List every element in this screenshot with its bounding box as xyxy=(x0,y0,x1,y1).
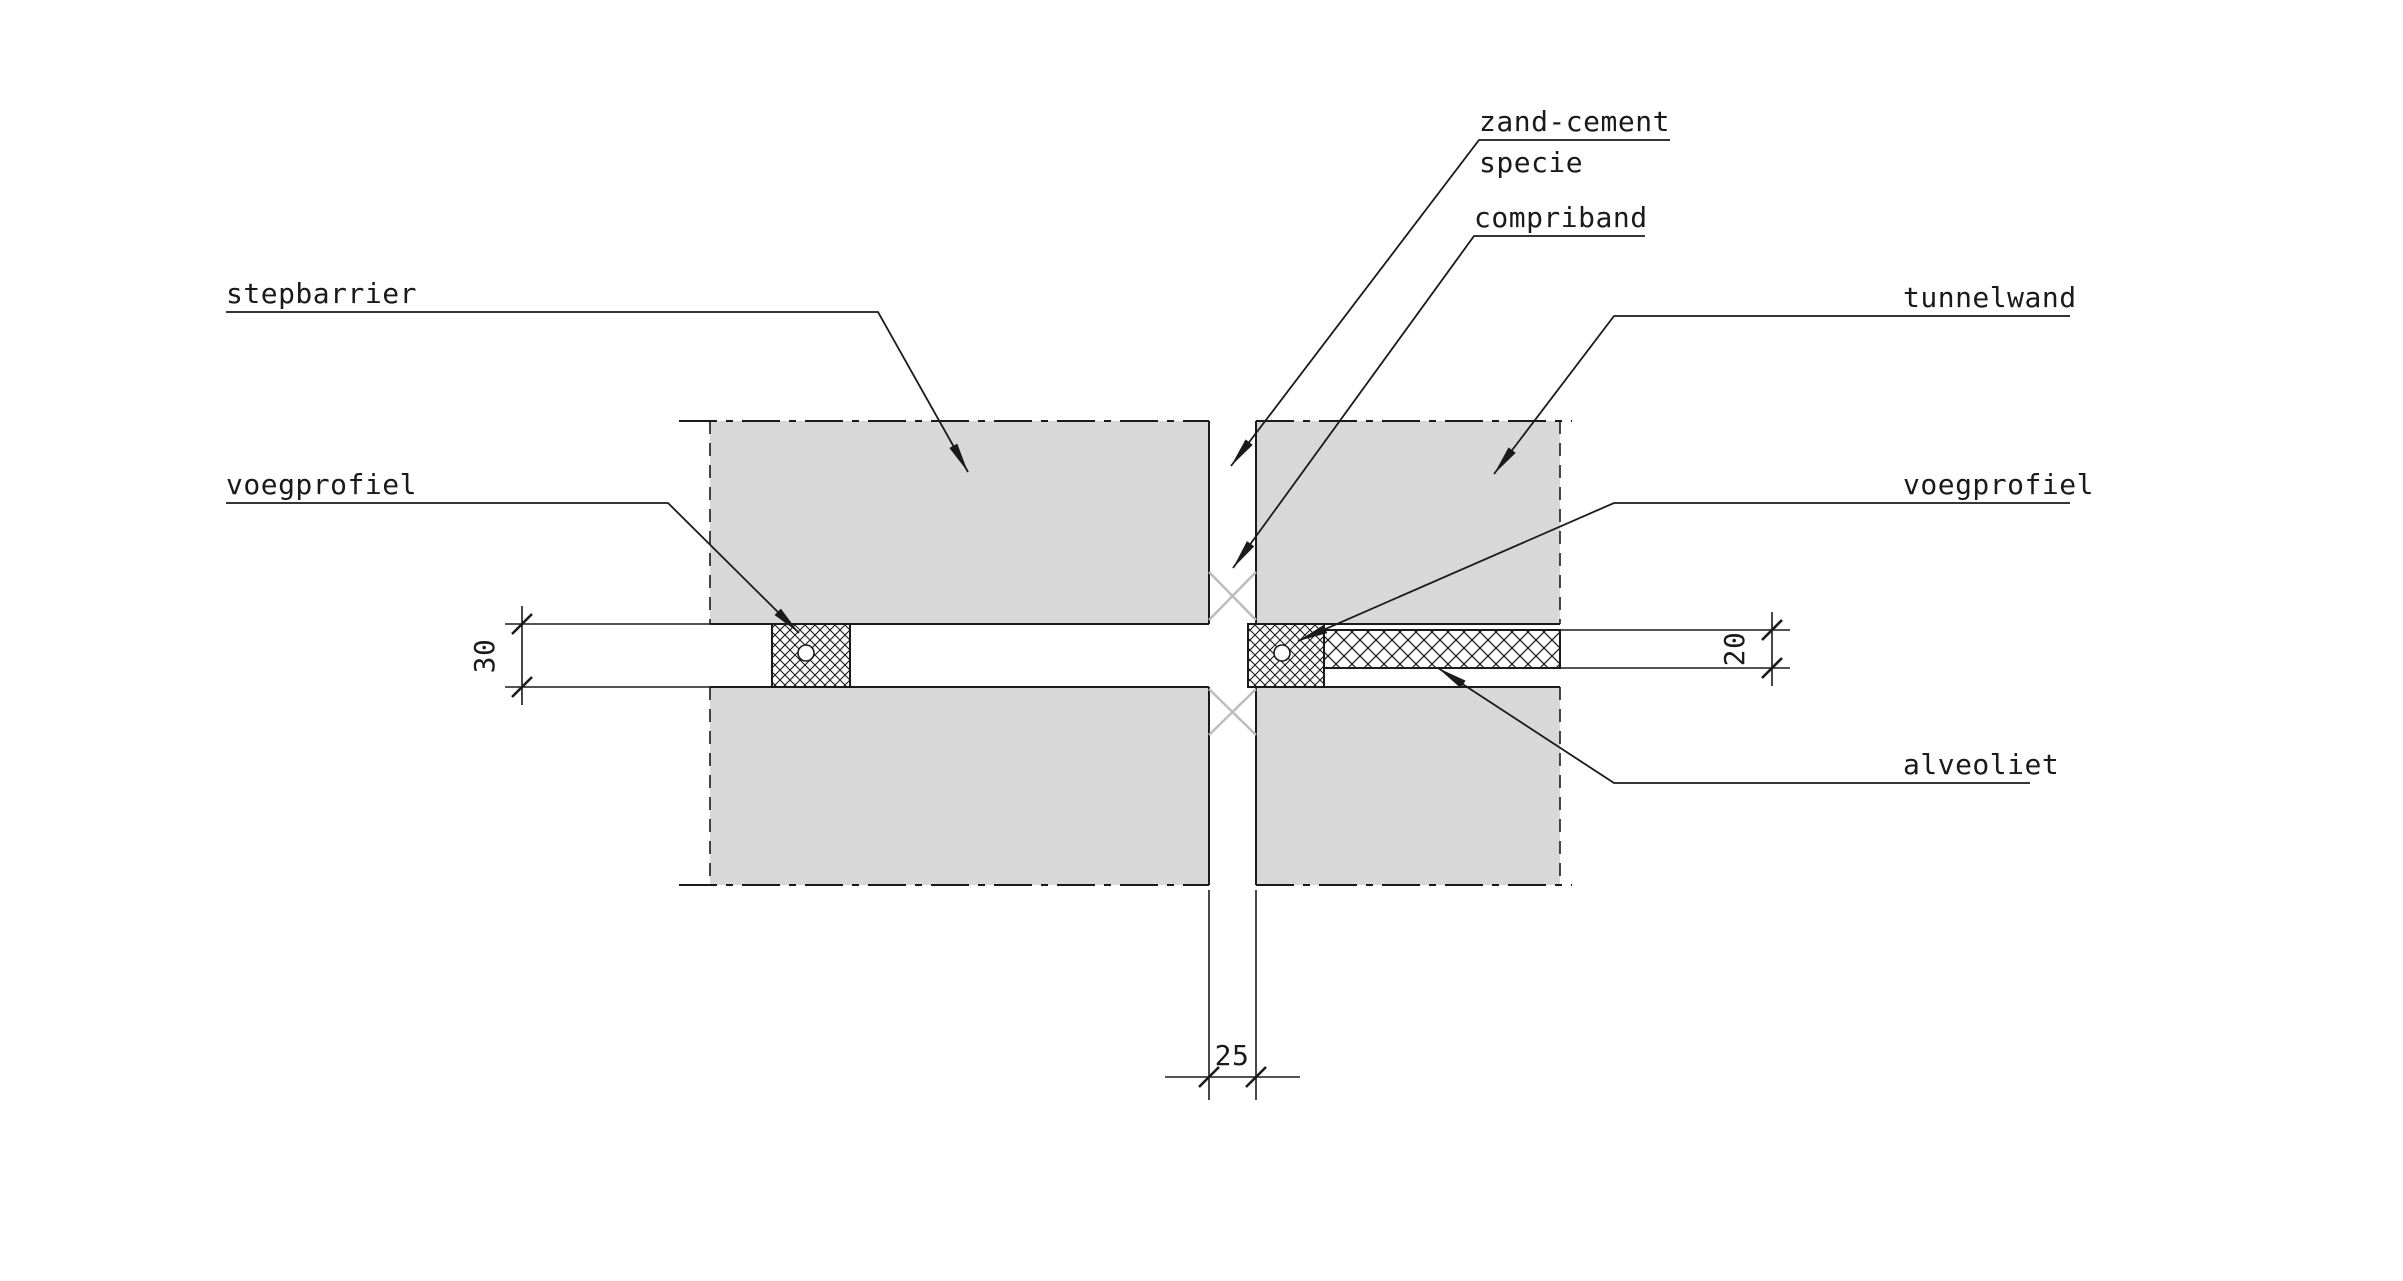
dimension-joint-height: 30 xyxy=(468,606,710,705)
dimension-alveoliet-thickness: 20 xyxy=(1560,612,1790,686)
leader-voegprofiel-right xyxy=(1297,502,2070,642)
voegprofiel-left-core xyxy=(797,644,815,662)
label-stepbarrier: stepbarrier xyxy=(226,277,417,310)
slab-upper-left xyxy=(710,421,1209,624)
leader-compriband xyxy=(1232,235,1645,569)
voegprofiel-right-core xyxy=(1273,644,1291,662)
leader-lines xyxy=(226,139,2070,784)
leader-stepbarrier xyxy=(226,311,969,473)
compriband-blocks xyxy=(1208,571,1257,736)
leader-alveoliet xyxy=(1437,667,2030,784)
compriband-hatch xyxy=(1208,688,1257,736)
dimension-joint-width: 25 xyxy=(1165,890,1300,1100)
dimension-value-20: 20 xyxy=(1718,632,1751,667)
section-boundary-lines xyxy=(679,420,1572,886)
label-compriband: compriband xyxy=(1474,201,1648,234)
leader-zand-cement xyxy=(1230,139,1670,467)
compriband-hatch xyxy=(1208,571,1257,621)
dimension-tick xyxy=(1761,619,1783,641)
label-zand-cement-line1: zand-cement xyxy=(1479,105,1670,138)
label-alveoliet: alveoliet xyxy=(1903,748,2059,781)
voegprofiel-blocks xyxy=(771,623,1325,688)
slab-lower-left xyxy=(710,687,1209,885)
dimension-tick xyxy=(1761,657,1783,679)
alveoliet-strip xyxy=(1323,629,1561,669)
label-zand-cement-line2: specie xyxy=(1479,146,1583,179)
label-voegprofiel-right: voegprofiel xyxy=(1903,468,2094,501)
slab-lower-right xyxy=(1256,687,1560,885)
label-voegprofiel-left: voegprofiel xyxy=(226,468,417,501)
annotation-labels: zand-cement specie compriband stepbarrie… xyxy=(226,105,2094,781)
dimension-tick xyxy=(1245,1066,1267,1088)
dimension-value-30: 30 xyxy=(468,639,501,674)
dimension-tick xyxy=(1198,1066,1220,1088)
dimension-tick xyxy=(511,613,533,635)
label-tunnelwand: tunnelwand xyxy=(1903,281,2077,314)
dimension-value-25: 25 xyxy=(1215,1039,1250,1072)
leader-voegprofiel-left xyxy=(226,502,800,634)
leader-tunnelwand xyxy=(1493,315,2070,475)
dimension-tick xyxy=(511,676,533,698)
